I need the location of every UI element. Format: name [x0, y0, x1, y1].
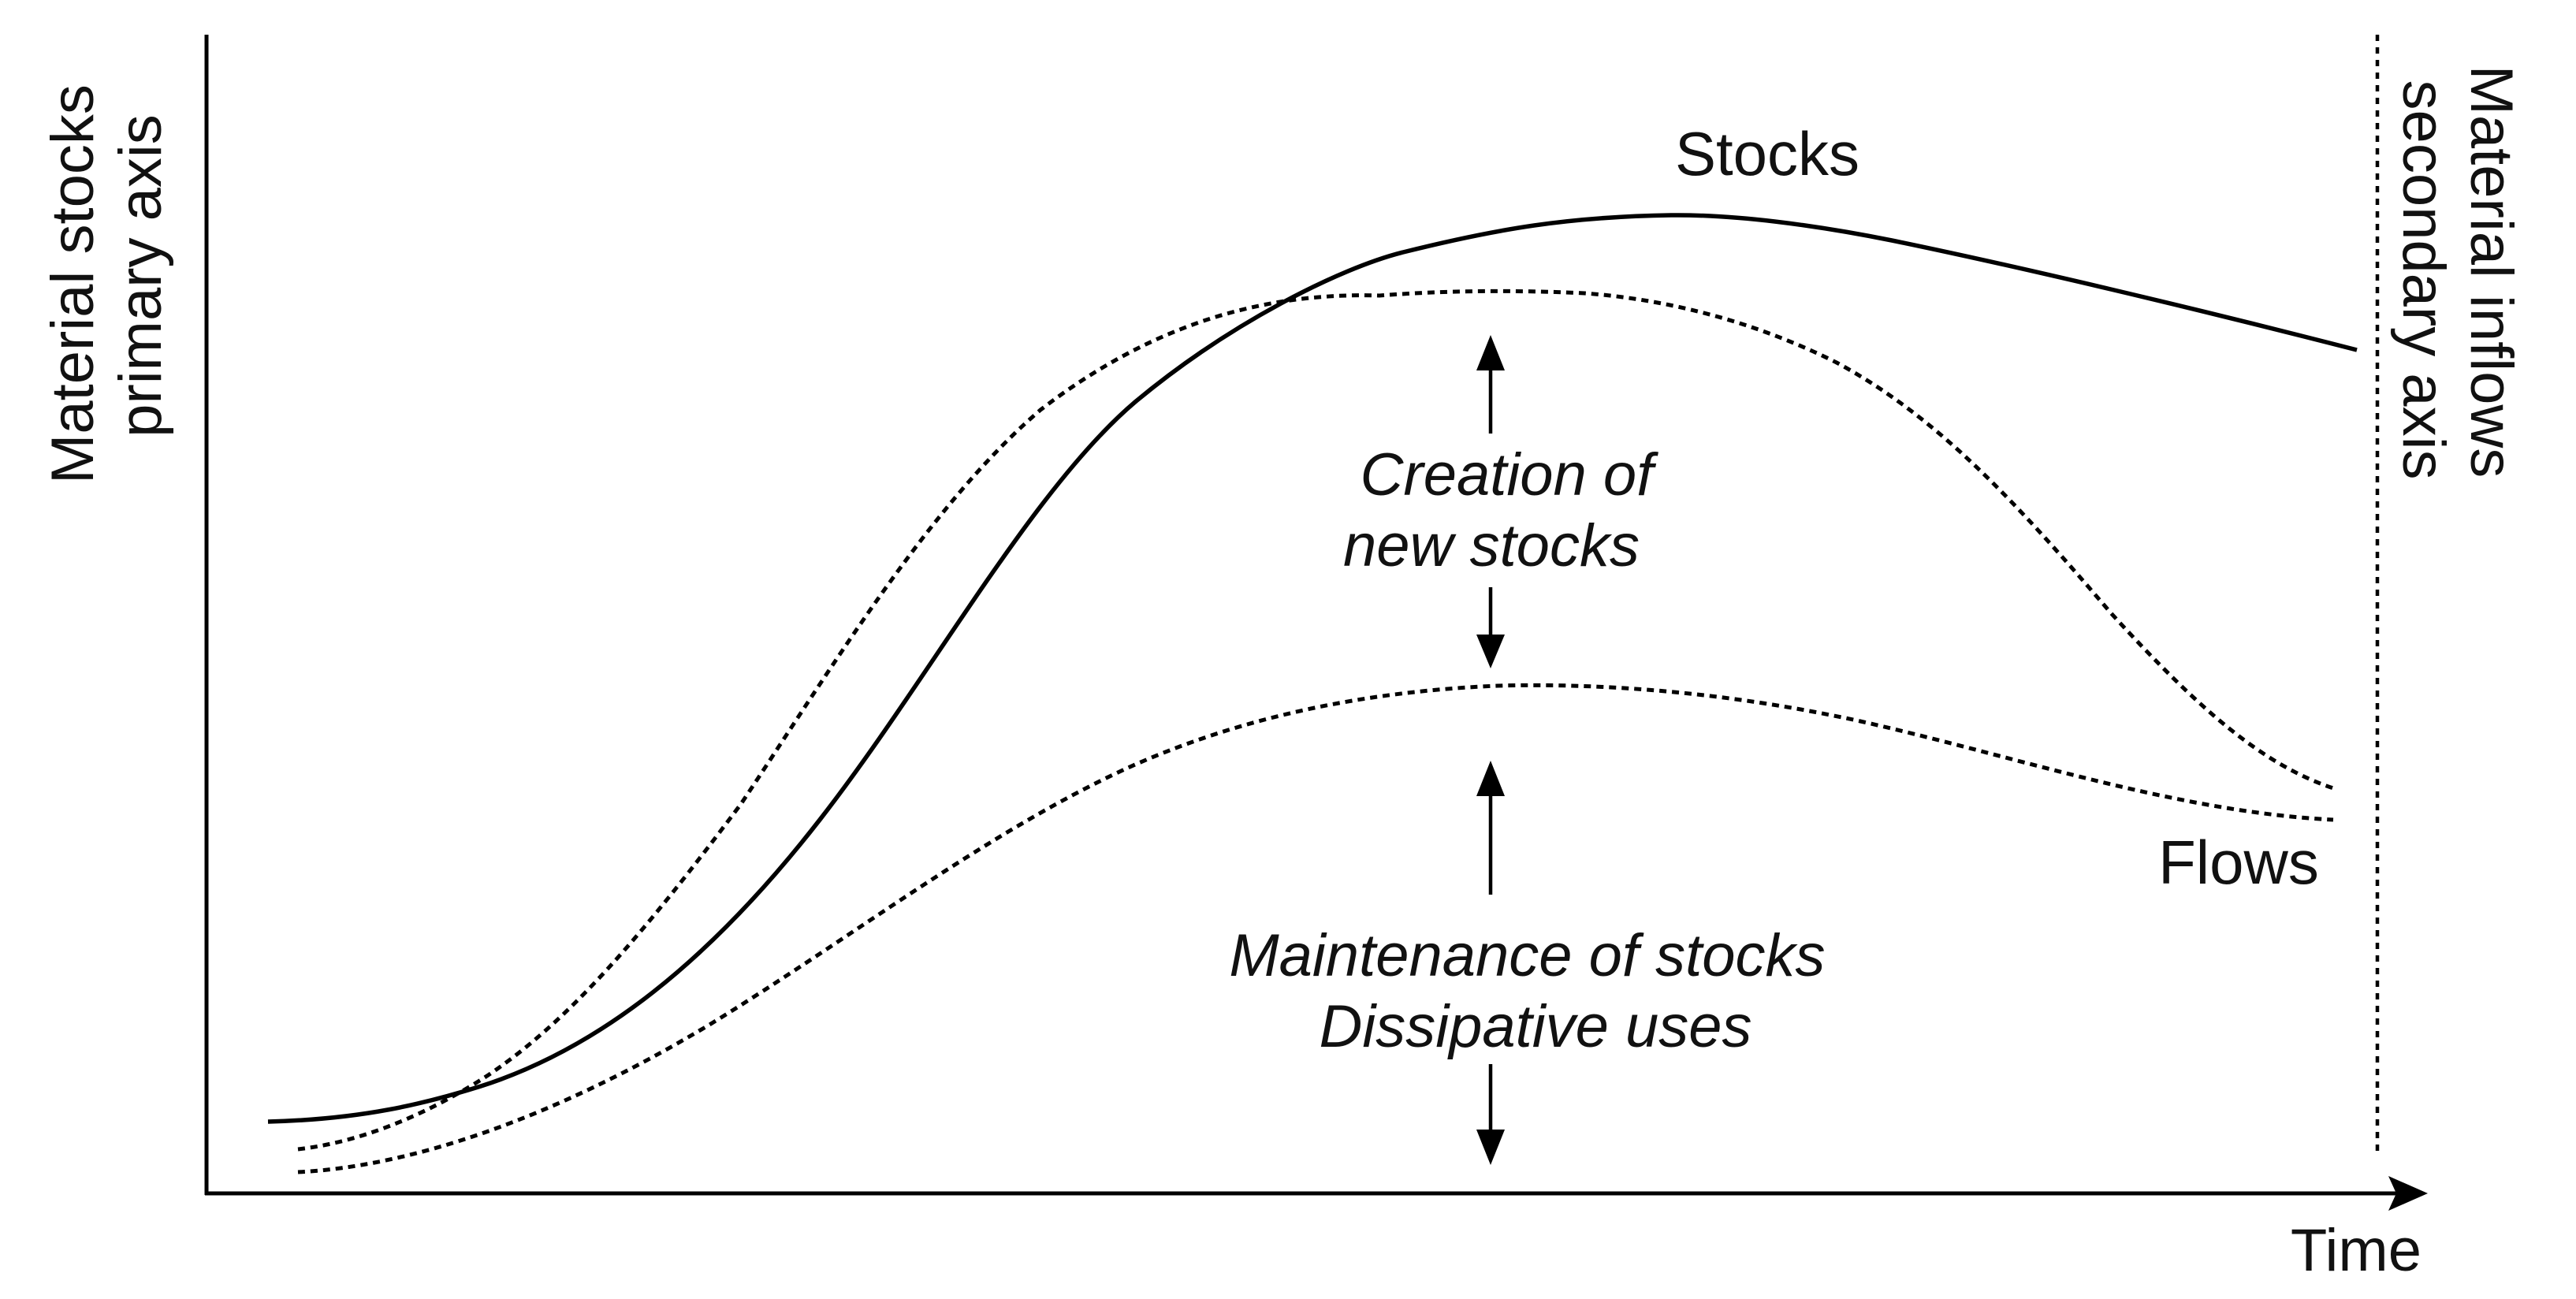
creation-up-arrowhead [1476, 335, 1505, 370]
maintenance-up-arrowhead [1476, 761, 1505, 796]
x-axis-label: Time [2291, 1217, 2422, 1284]
primary-y-axis-label-line-2: primary axis [107, 114, 174, 437]
total-inflows-curve [297, 288, 2334, 1152]
creation-annotation-line-2: new stocks [1343, 512, 1640, 579]
maintenance-annotation-line-1: Maintenance of stocks [1229, 922, 1825, 989]
maintenance-annotation-line-2: Dissipative uses [1319, 993, 1751, 1060]
secondary-y-axis-label-line-1: Material inflows [2458, 65, 2525, 478]
secondary-y-axis-label: Material inflows secondary axis [2390, 65, 2525, 495]
x-axis-arrowhead [2388, 1176, 2428, 1211]
stocks-curve [267, 213, 2358, 1124]
maintenance-down-arrowhead [1476, 1130, 1505, 1165]
flows-curve [297, 683, 2334, 1174]
creation-annotation-line-1: Creation of [1361, 441, 1659, 508]
primary-y-axis-label-line-1: Material stocks [39, 84, 106, 484]
secondary-y-axis-label-line-2: secondary axis [2390, 80, 2457, 480]
primary-y-axis-label: Material stocks primary axis [39, 68, 174, 484]
maintenance-annotation: Maintenance of stocks Dissipative uses [1229, 922, 1841, 1060]
stocks-label: Stocks [1675, 119, 1859, 188]
creation-annotation: Creation of new stocks [1343, 441, 1670, 579]
creation-down-arrowhead [1476, 635, 1505, 668]
flows-label: Flows [2158, 828, 2319, 897]
